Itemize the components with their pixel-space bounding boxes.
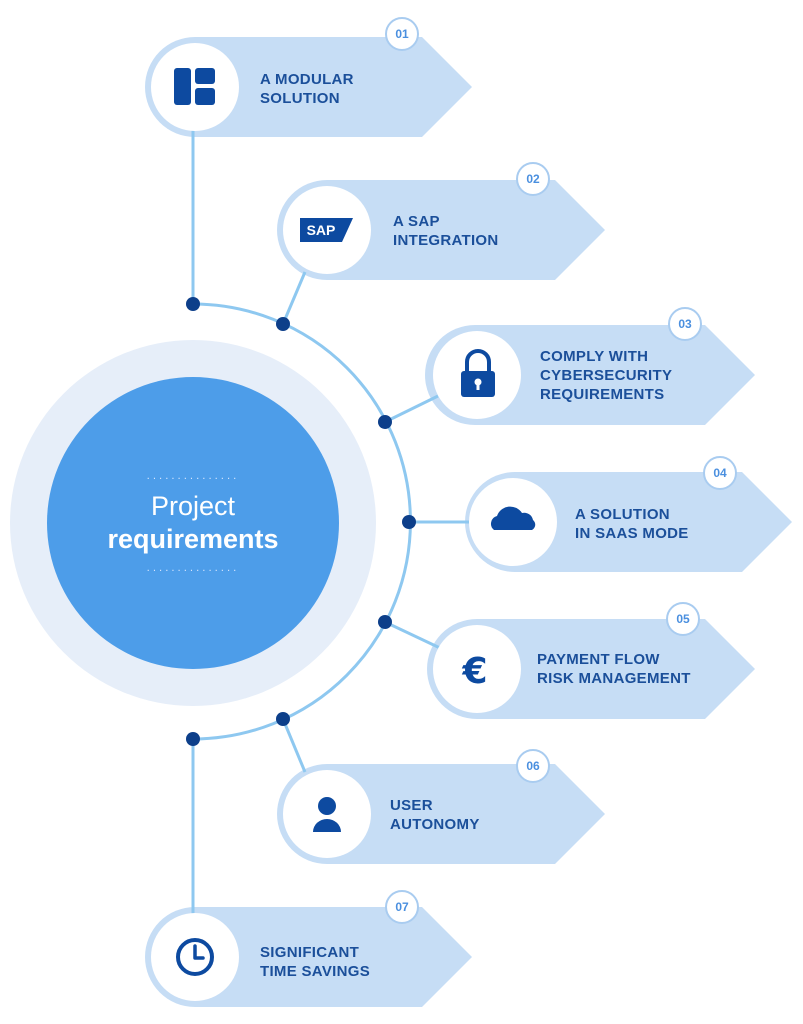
- title-line-2: requirements: [107, 524, 279, 554]
- item-03-number: 03: [668, 307, 702, 341]
- dots-top: ...............: [146, 471, 240, 482]
- modules-icon: [174, 68, 215, 105]
- padlock-icon: [461, 349, 495, 397]
- item-02[interactable]: SAP: [277, 180, 605, 325]
- clock-icon: [176, 938, 214, 976]
- item-05-connector: [384, 620, 441, 650]
- item-02-label: A SAP INTEGRATION: [393, 213, 499, 249]
- item-06-connector: [281, 718, 307, 773]
- node-07: [186, 732, 200, 746]
- item-06-number: 06: [516, 749, 550, 783]
- item-06[interactable]: [277, 718, 605, 864]
- title-line-1: Project: [150, 491, 236, 521]
- dots-bottom: ...............: [146, 563, 240, 574]
- item-05-label: PAYMENT FLOW RISK MANAGEMENT: [537, 651, 691, 687]
- item-01-label: A MODULAR SOLUTION: [260, 71, 354, 107]
- node-04: [402, 515, 416, 529]
- item-07-number: 07: [385, 890, 419, 924]
- item-07-label: SIGNIFICANT TIME SAVINGS: [260, 944, 370, 980]
- node-06: [276, 712, 290, 726]
- item-05-icon-circle: [433, 625, 521, 713]
- center-title: ............... Project requirements ...…: [47, 378, 339, 668]
- item-03-label: COMPLY WITH CYBERSECURITY REQUIREMENTS: [540, 348, 673, 403]
- item-01-number: 01: [385, 17, 419, 51]
- item-04-number: 04: [703, 456, 737, 490]
- node-02: [276, 317, 290, 331]
- euro-icon: €: [461, 651, 487, 692]
- node-03: [378, 415, 392, 429]
- sap-logo-icon: SAP: [300, 218, 353, 242]
- item-02-number: 02: [516, 162, 550, 196]
- item-02-connector: [281, 271, 307, 325]
- center-circle: [47, 377, 339, 669]
- item-05[interactable]: €: [384, 619, 755, 719]
- node-01: [186, 297, 200, 311]
- item-04-label: A SOLUTION IN SAAS MODE: [575, 506, 689, 542]
- node-05: [378, 615, 392, 629]
- user-icon: [313, 797, 341, 832]
- item-06-label: USER AUTONOMY: [390, 797, 480, 833]
- item-03-connector: [384, 394, 439, 424]
- arc-nodes: [186, 297, 416, 746]
- item-04[interactable]: [409, 472, 792, 572]
- item-03[interactable]: [384, 325, 755, 425]
- cloud-icon: [490, 506, 536, 530]
- item-07[interactable]: [145, 739, 472, 1007]
- item-05-number: 05: [666, 602, 700, 636]
- item-01[interactable]: [145, 37, 472, 304]
- item-01-icon-circle: [151, 43, 239, 131]
- svg-text:SAP: SAP: [307, 222, 336, 238]
